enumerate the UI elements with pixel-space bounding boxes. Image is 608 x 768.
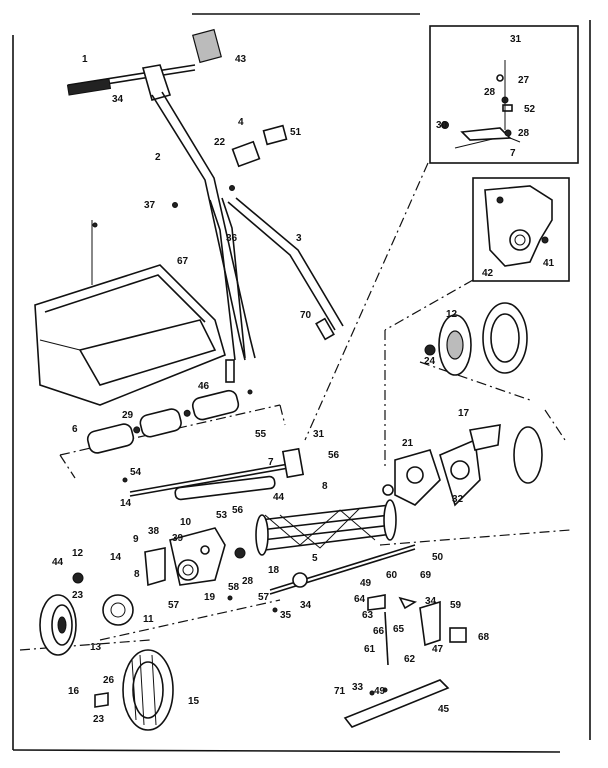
right-wheels <box>424 302 528 376</box>
callout-71: 71 <box>334 686 346 697</box>
callout-21: 21 <box>402 438 414 449</box>
part-number-labels: 1 43 34 4 22 51 2 37 36 3 67 70 46 6 29 … <box>52 34 555 725</box>
callout-59: 59 <box>450 600 462 611</box>
callout-65: 65 <box>393 624 405 635</box>
handle-assembly <box>66 28 344 383</box>
axles <box>129 447 416 595</box>
callout-64: 64 <box>354 594 366 605</box>
right-side-plate <box>382 424 543 507</box>
callout-30: 30 <box>436 120 448 131</box>
page-frame <box>12 13 591 753</box>
callout-56b: 56 <box>232 505 244 516</box>
callout-19: 19 <box>204 592 216 603</box>
rollers <box>86 389 240 454</box>
callout-31b: 31 <box>510 34 522 45</box>
callout-63: 63 <box>362 610 374 621</box>
callout-14: 14 <box>120 498 132 509</box>
inset-box-linkage <box>429 25 579 164</box>
callout-69: 69 <box>420 570 432 581</box>
callout-6: 6 <box>72 424 78 435</box>
callout-2: 2 <box>155 152 161 163</box>
callout-14b: 14 <box>110 552 122 563</box>
callout-22: 22 <box>214 137 226 148</box>
callout-26: 26 <box>103 675 115 686</box>
callout-3: 3 <box>296 233 302 244</box>
inset-box-side-plate <box>472 177 570 282</box>
callout-8: 8 <box>322 481 328 492</box>
callout-35: 35 <box>280 610 292 621</box>
callout-44: 44 <box>273 492 285 503</box>
callout-32: 32 <box>452 494 464 505</box>
callout-43: 43 <box>235 54 247 65</box>
callout-28: 28 <box>242 576 254 587</box>
callout-18: 18 <box>268 565 280 576</box>
callout-17: 17 <box>458 408 470 419</box>
callout-34b: 34 <box>300 600 312 611</box>
callout-58: 58 <box>228 582 240 593</box>
callout-11: 11 <box>143 614 154 625</box>
callout-15: 15 <box>188 696 200 707</box>
callout-24: 24 <box>424 356 436 367</box>
callout-70: 70 <box>300 310 312 321</box>
callout-61: 61 <box>364 644 376 655</box>
callout-50: 50 <box>432 552 444 563</box>
callout-56: 56 <box>328 450 340 461</box>
callout-46: 46 <box>198 381 210 392</box>
callout-31: 31 <box>313 429 325 440</box>
callout-49: 49 <box>360 578 372 589</box>
callout-55: 55 <box>255 429 267 440</box>
callout-34: 34 <box>112 94 124 105</box>
callout-66: 66 <box>373 626 385 637</box>
callout-60: 60 <box>386 570 398 581</box>
left-side-plate <box>72 527 246 626</box>
left-wheels <box>39 594 174 731</box>
callout-49b: 49 <box>374 686 386 697</box>
callout-36: 36 <box>226 233 238 244</box>
callout-44b: 44 <box>52 557 64 568</box>
callout-37: 37 <box>144 200 156 211</box>
callout-57b: 57 <box>258 592 270 603</box>
callout-16: 16 <box>68 686 80 697</box>
callout-38: 38 <box>148 526 160 537</box>
callout-53: 53 <box>216 510 228 521</box>
callout-47: 47 <box>432 644 444 655</box>
callout-23b: 23 <box>93 714 105 725</box>
fasteners <box>92 222 388 696</box>
callout-7: 7 <box>268 457 274 468</box>
callout-8b: 8 <box>134 569 140 580</box>
callout-9: 9 <box>133 534 139 545</box>
callout-5: 5 <box>312 553 318 564</box>
callout-68: 68 <box>478 632 490 643</box>
callout-39: 39 <box>172 533 184 544</box>
callout-28c: 28 <box>518 128 530 139</box>
callout-12: 12 <box>72 548 84 559</box>
height-adjuster <box>292 572 467 728</box>
callout-52: 52 <box>524 104 536 115</box>
callout-29: 29 <box>122 410 134 421</box>
callout-67: 67 <box>177 256 189 267</box>
callout-34c: 34 <box>425 596 437 607</box>
callout-62: 62 <box>404 654 416 665</box>
callout-12b: 12 <box>446 309 458 320</box>
grass-catcher <box>34 220 226 406</box>
callout-41: 41 <box>543 258 555 269</box>
callout-13: 13 <box>90 642 102 653</box>
guide-lines <box>19 162 571 651</box>
callout-42: 42 <box>482 268 494 279</box>
callout-27: 27 <box>518 75 530 86</box>
callout-54: 54 <box>130 467 142 478</box>
callout-4: 4 <box>238 117 244 128</box>
reel <box>255 499 397 556</box>
callout-33: 33 <box>352 682 364 693</box>
callout-51: 51 <box>290 127 302 138</box>
callout-28b: 28 <box>484 87 496 98</box>
callout-23: 23 <box>72 590 84 601</box>
callout-10: 10 <box>180 517 192 528</box>
callout-1: 1 <box>82 54 88 65</box>
callout-57: 57 <box>168 600 180 611</box>
callout-45: 45 <box>438 704 450 715</box>
callout-7b: 7 <box>510 148 516 159</box>
